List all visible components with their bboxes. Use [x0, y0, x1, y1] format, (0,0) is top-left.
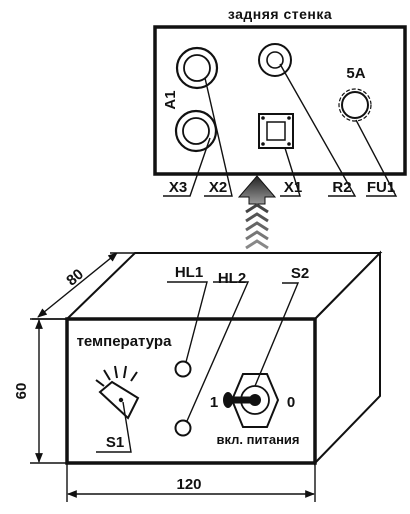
width-dimension [66, 463, 316, 502]
back-panel-title: задняя стенка [228, 6, 332, 22]
s2-label: S2 [291, 265, 309, 282]
x2-label: X2 [209, 179, 227, 196]
x1-label: X1 [284, 179, 302, 196]
hl2-label: HL2 [218, 270, 246, 287]
s2-leader [254, 282, 300, 387]
fuse-rating-label: 5A [346, 65, 365, 82]
indicators [174, 360, 192, 437]
height-dimension [30, 318, 67, 464]
switch-off-label: 0 [287, 394, 295, 411]
temperature-label: температура [77, 333, 173, 350]
hl2-indicator [174, 419, 192, 437]
switch-on-label: 1 [210, 394, 218, 411]
x3-connector [174, 109, 218, 153]
x1-connector [258, 113, 294, 149]
s1-leader [96, 401, 132, 453]
view-direction-arrow-icon [237, 175, 277, 250]
r2-potentiometer [258, 43, 292, 77]
hl1-indicator [174, 360, 192, 378]
fu1-fuse-holder-icon [338, 88, 372, 122]
x3-label: X3 [169, 179, 187, 196]
fu1-label: FU1 [367, 179, 395, 196]
back-panel-leaders [163, 63, 398, 197]
depth-label: 80 [63, 266, 87, 290]
hl1-label: HL1 [175, 264, 203, 281]
r2-label: R2 [332, 179, 351, 196]
indicator-leaders [167, 281, 250, 422]
height-label: 60 [13, 383, 30, 400]
temperature-dial-icon [95, 365, 140, 420]
width-label: 120 [176, 476, 201, 493]
a1-label: A1 [162, 90, 179, 109]
x2-connector [175, 46, 219, 90]
s1-label: S1 [106, 434, 124, 451]
power-switch-label: вкл. питания [216, 432, 299, 447]
